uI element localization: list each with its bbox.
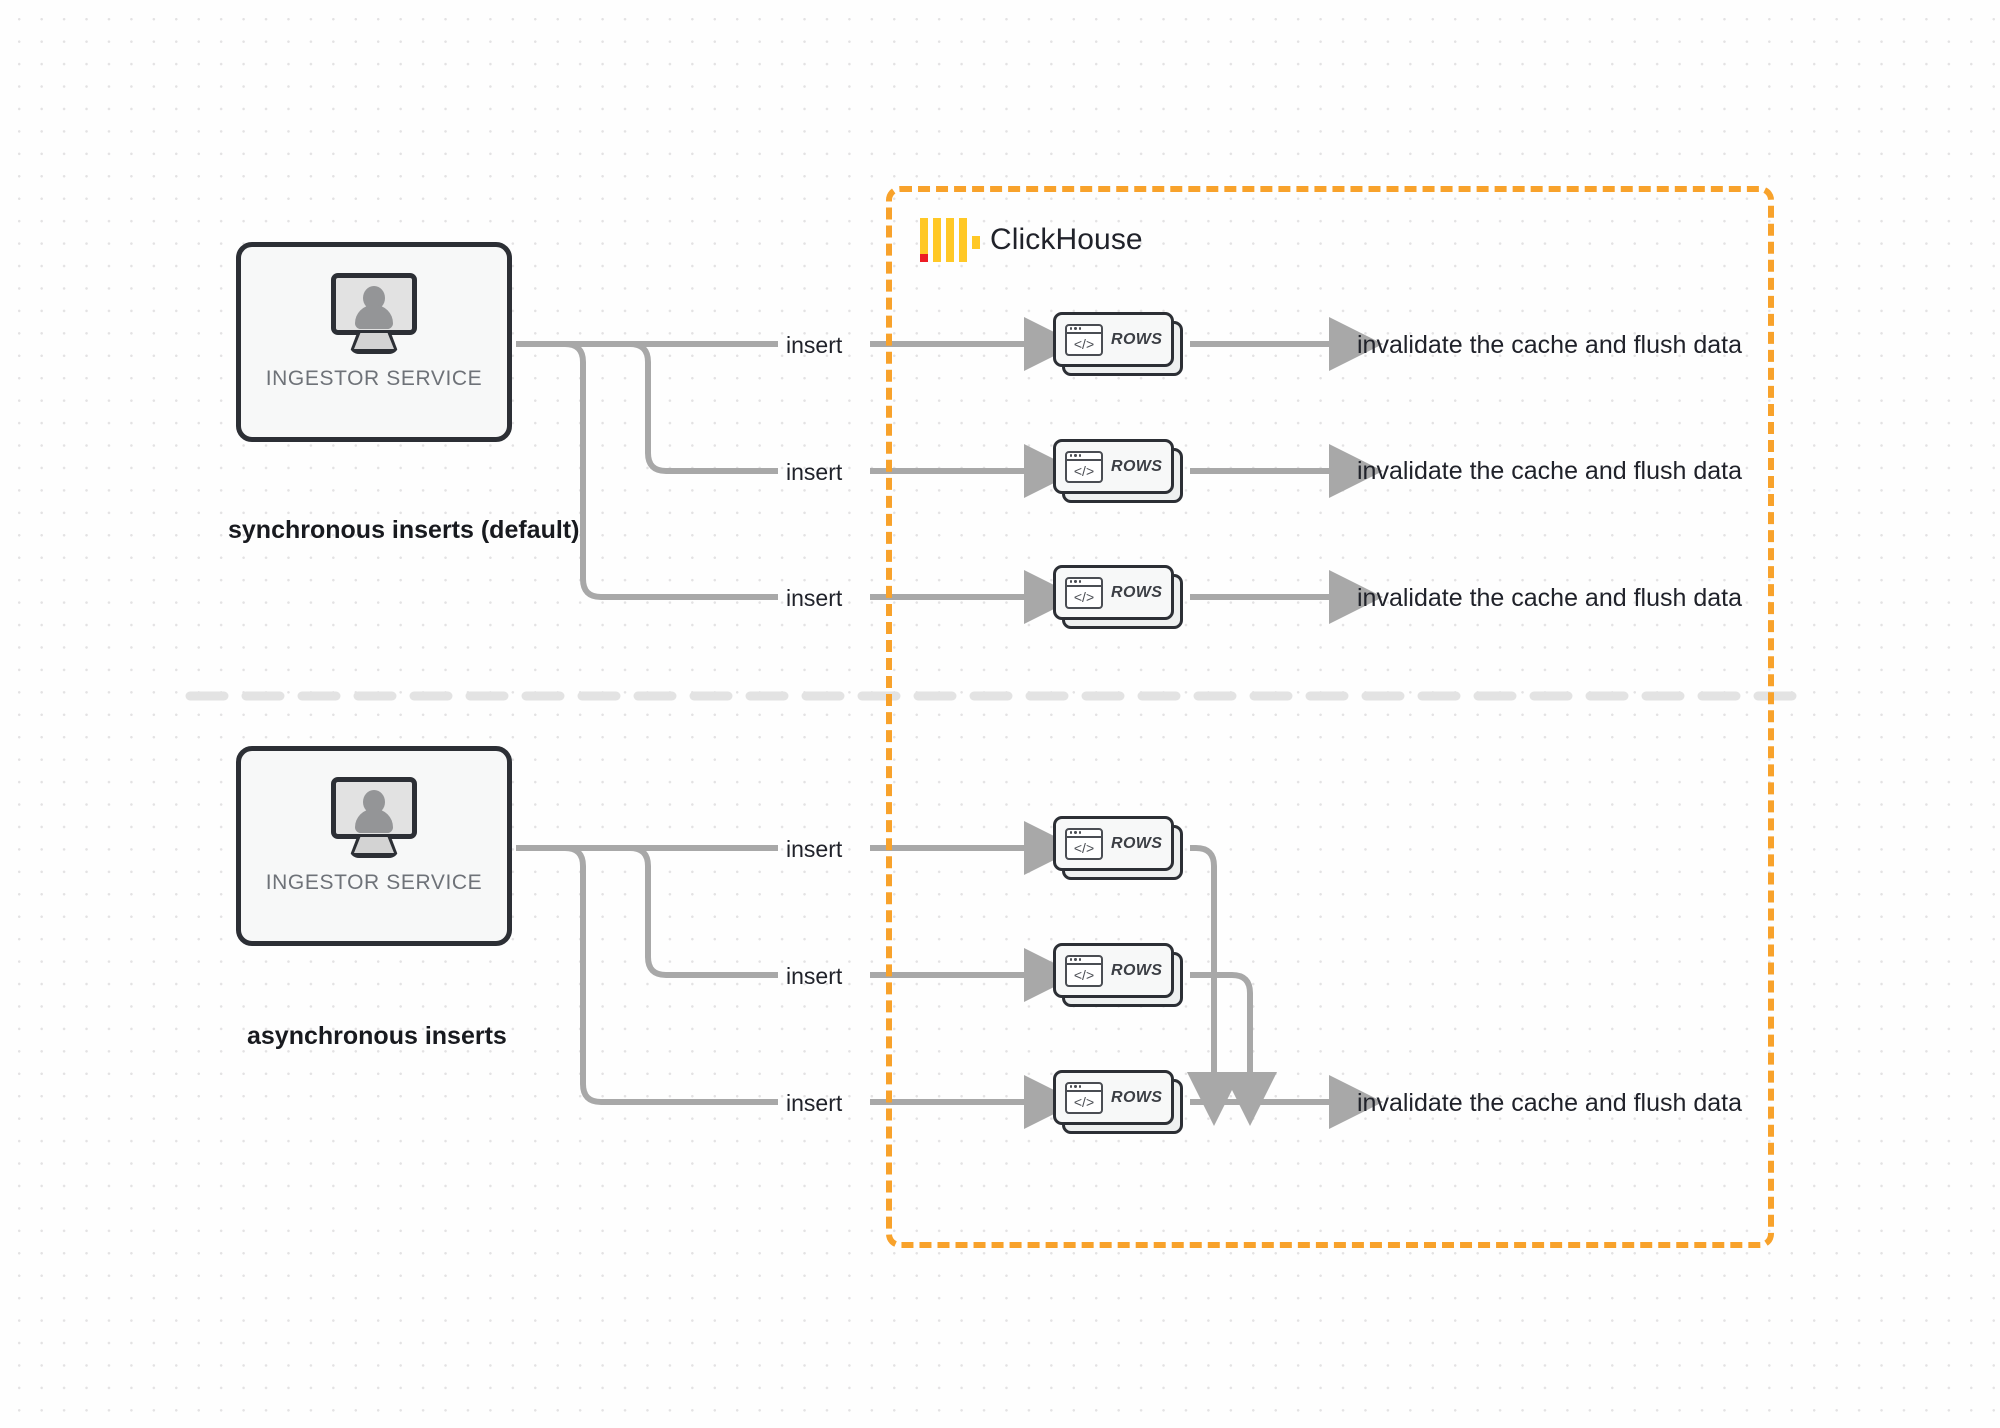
ingestor-service-sync[interactable]: INGESTOR SERVICE: [236, 242, 512, 442]
rows-label-async-1: ROWS: [1111, 834, 1163, 852]
insert-label-async-2: insert: [786, 963, 843, 989]
ingestor-service-label-sync: INGESTOR SERVICE: [265, 367, 483, 390]
rows-label-async-3: ROWS: [1111, 1088, 1163, 1106]
wire-async-branch-2: [516, 845, 778, 978]
insert-label-sync-2: insert: [786, 459, 843, 485]
clickhouse-boundary: [886, 186, 1774, 1248]
rows-card-sync-2[interactable]: </> ROWS: [1053, 439, 1183, 503]
ingestor-service-async[interactable]: INGESTOR SERVICE: [236, 746, 512, 946]
rows-card-sync-3[interactable]: </> ROWS: [1053, 565, 1183, 629]
clickhouse-title: ClickHouse: [990, 223, 1143, 256]
insert-label-sync-3: insert: [786, 585, 843, 611]
monitor-user-icon: [331, 273, 417, 354]
rows-card-async-1[interactable]: </> ROWS: [1053, 816, 1183, 880]
rows-card-sync-1[interactable]: </> ROWS: [1053, 312, 1183, 376]
rows-label-sync-1: ROWS: [1111, 330, 1163, 348]
clickhouse-header: ClickHouse: [920, 218, 1143, 262]
section-label-synchronous: synchronous inserts (default): [228, 516, 580, 544]
flush-label-sync-1: invalidate the cache and flush data: [1357, 331, 1742, 359]
rows-label-async-2: ROWS: [1111, 961, 1163, 979]
code-window-icon: </>: [1065, 450, 1103, 483]
ingestor-service-label-async: INGESTOR SERVICE: [265, 871, 483, 894]
section-label-asynchronous: asynchronous inserts: [247, 1022, 507, 1050]
code-window-icon: </>: [1065, 1081, 1103, 1114]
monitor-user-icon: [331, 777, 417, 858]
insert-label-sync-1: insert: [786, 332, 843, 358]
clickhouse-logo-icon: [920, 218, 980, 262]
insert-label-async-3: insert: [786, 1090, 843, 1116]
flush-label-sync-3: invalidate the cache and flush data: [1357, 584, 1742, 612]
flush-label-sync-2: invalidate the cache and flush data: [1357, 457, 1742, 485]
rows-label-sync-2: ROWS: [1111, 457, 1163, 475]
rows-label-sync-3: ROWS: [1111, 583, 1163, 601]
insert-label-async-1: insert: [786, 836, 843, 862]
code-window-icon: </>: [1065, 323, 1103, 356]
rows-card-async-2[interactable]: </> ROWS: [1053, 943, 1183, 1007]
wire-async-branch-3: [516, 845, 778, 1105]
code-window-icon: </>: [1065, 954, 1103, 987]
code-window-icon: </>: [1065, 576, 1103, 609]
wire-sync-branch-3: [516, 341, 778, 600]
rows-card-async-3[interactable]: </> ROWS: [1053, 1070, 1183, 1134]
wire-sync-branch-2: [516, 341, 778, 474]
flush-label-async-merged: invalidate the cache and flush data: [1357, 1089, 1742, 1117]
code-window-icon: </>: [1065, 827, 1103, 860]
